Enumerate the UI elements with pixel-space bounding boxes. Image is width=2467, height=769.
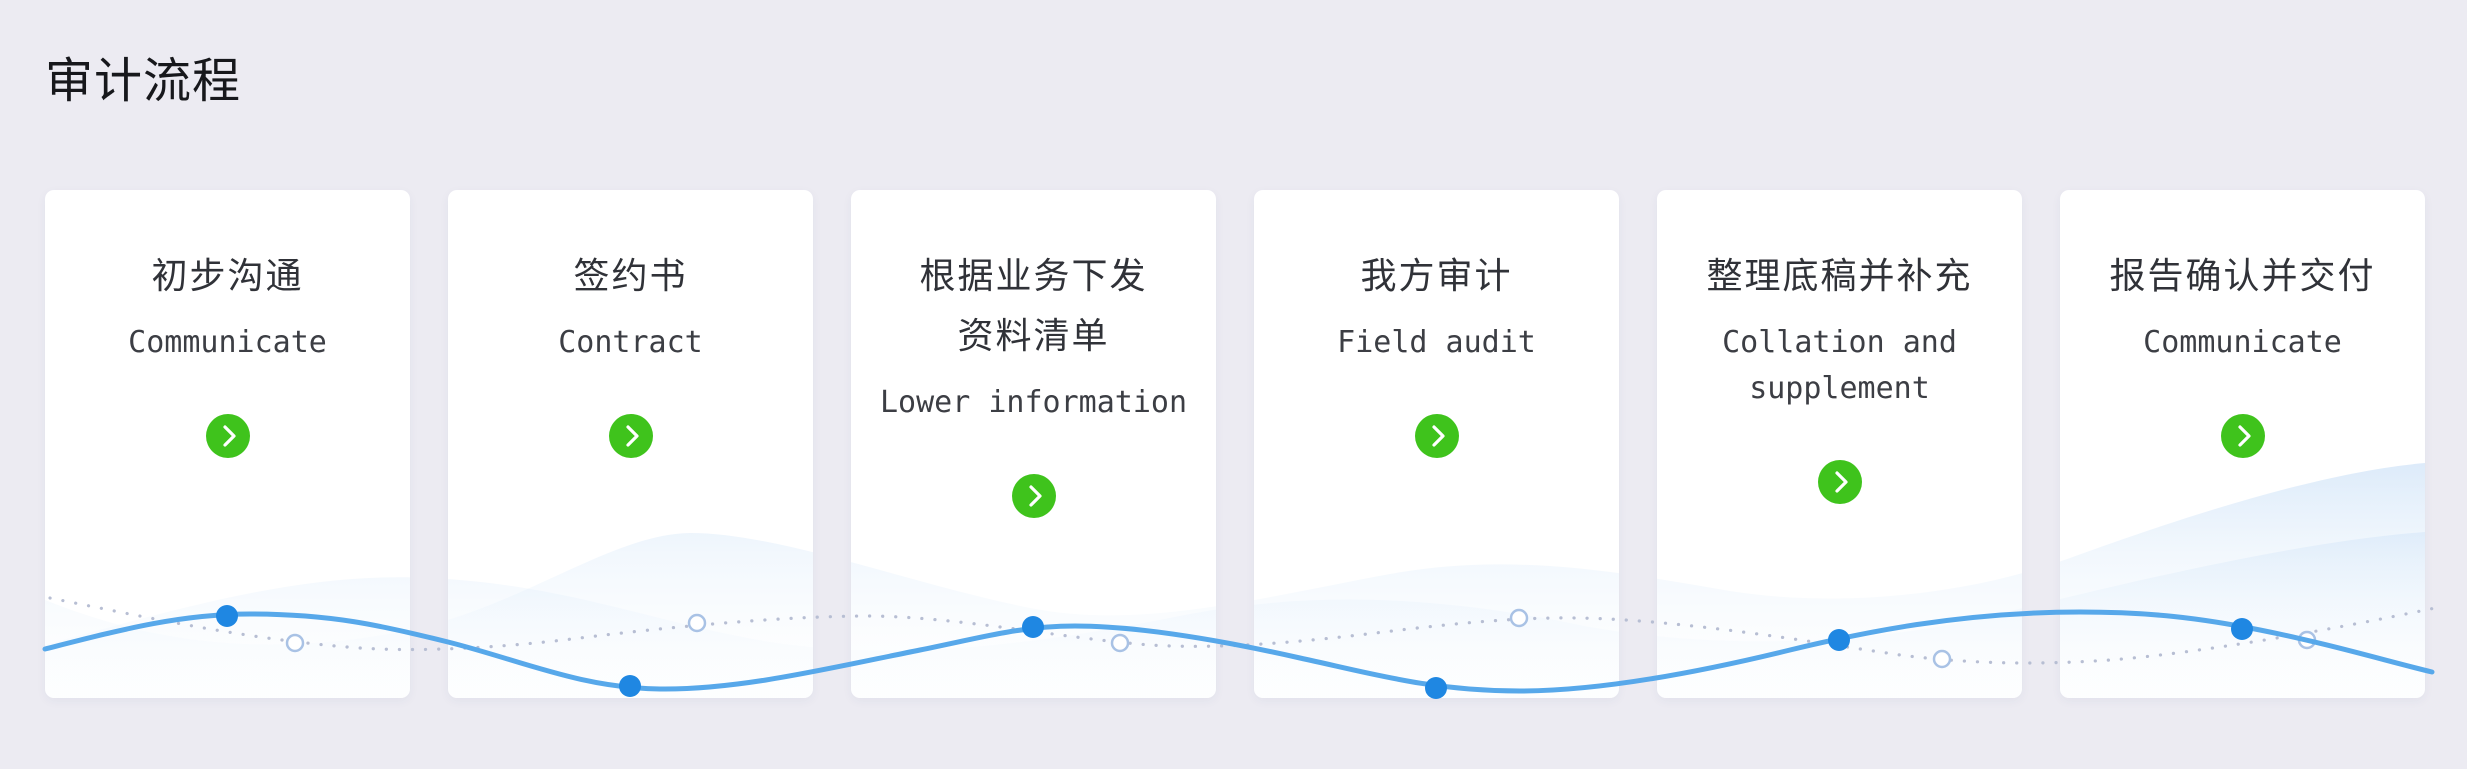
process-step-card-1: 初步沟通 Communicate bbox=[45, 190, 410, 698]
chevron-right-icon bbox=[222, 425, 236, 447]
step-subtitle-en: Contract bbox=[558, 325, 703, 360]
step-subtitle-en: Communicate bbox=[128, 325, 327, 360]
section-title: 审计流程 bbox=[45, 55, 242, 108]
step-title-zh: 签约书 bbox=[573, 255, 688, 296]
process-step-card-3: 根据业务下发 资料清单 Lower information bbox=[851, 190, 1216, 698]
chevron-right-icon bbox=[1028, 485, 1042, 507]
chevron-right-icon bbox=[625, 425, 639, 447]
next-step-button[interactable] bbox=[1414, 414, 1459, 458]
next-step-button[interactable] bbox=[2220, 414, 2265, 458]
process-steps-row: 初步沟通 Communicate 签约书 Contract 根据业务下发 资料清… bbox=[45, 190, 2425, 698]
process-step-card-5: 整理底稿并补充 Collation and supplement bbox=[1657, 190, 2022, 698]
step-title-zh: 整理底稿并补充 bbox=[1706, 255, 1973, 296]
step-title-zh: 报告确认并交付 bbox=[2109, 255, 2376, 296]
step-subtitle-en: Field audit bbox=[1337, 325, 1536, 360]
process-step-card-2: 签约书 Contract bbox=[448, 190, 813, 698]
chevron-right-icon bbox=[1834, 471, 1848, 493]
step-subtitle-en: Lower information bbox=[879, 385, 1188, 420]
next-step-button[interactable] bbox=[608, 414, 653, 458]
step-subtitle-en: Communicate bbox=[2143, 325, 2342, 360]
next-step-button[interactable] bbox=[1011, 474, 1056, 518]
step-subtitle-en: Collation and supplement bbox=[1722, 325, 1957, 406]
chevron-right-icon bbox=[2237, 425, 2251, 447]
step-title-zh: 根据业务下发 资料清单 bbox=[919, 255, 1148, 356]
process-step-card-4: 我方审计 Field audit bbox=[1254, 190, 1619, 698]
step-title-zh: 初步沟通 bbox=[151, 255, 304, 296]
next-step-button[interactable] bbox=[205, 414, 250, 458]
step-title-zh: 我方审计 bbox=[1360, 255, 1513, 296]
chevron-right-icon bbox=[1431, 425, 1445, 447]
next-step-button[interactable] bbox=[1817, 460, 1862, 504]
process-step-card-6: 报告确认并交付 Communicate bbox=[2060, 190, 2425, 698]
